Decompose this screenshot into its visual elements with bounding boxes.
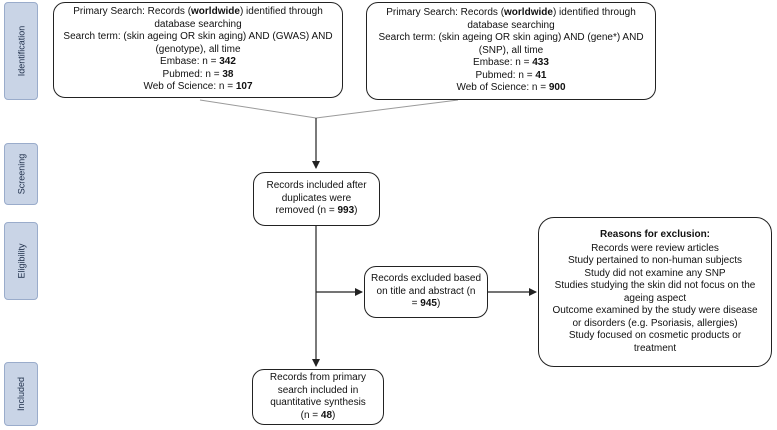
excluded-box: Records excluded based on title and abst… [364,266,488,318]
reasons-title: Reasons for exclusion: [599,229,711,240]
search-right-line2: database searching [467,19,555,31]
included-line1: Records from primary [269,372,367,383]
included-line2: search included in [277,384,359,396]
after-duplicates-box: Records included after duplicates were r… [253,172,380,226]
search-left-line3: Search term: (skin ageing OR skin aging)… [63,31,333,43]
reasons-box: Reasons for exclusion: Records were revi… [538,217,772,367]
reason-item: Outcome examined by the study were disea… [552,305,758,329]
search-left-wos: Web of Science: n = 107 [143,81,253,93]
search-left-line2: database searching [154,18,242,30]
included-box: Records from primary search included in … [252,369,384,425]
reason-item: Study did not examine any SNP [584,267,726,279]
search-left-embase: Embase: n = 342 [160,56,236,68]
search-left-line4: (genotype), all time [155,43,241,55]
after-duplicates-line1: Records included after [266,180,367,192]
reason-item: Study pertained to non-human subjects [568,255,742,266]
reason-item: Records were review articles [591,242,719,254]
included-line3: quantitative synthesis [270,397,366,408]
search-box-left: Primary Search: Records (worldwide) iden… [53,2,343,98]
after-duplicates-line3: removed (n = 993) [275,205,358,217]
excluded-line1: Records excluded based [370,273,482,285]
connector-right-to-merge [315,99,459,119]
connector-left-to-merge [199,99,317,119]
stage-eligibility: Eligibility [4,222,38,300]
search-left-pubmed: Pubmed: n = 38 [162,68,234,80]
stage-included: Included [4,362,38,426]
reason-item: Study focused on cosmetic products or tr… [568,330,742,354]
search-left-line1: Primary Search: Records (worldwide) iden… [73,6,323,18]
excluded-line3: = 945) [411,298,441,310]
excluded-line2: on title and abstract (n [376,285,476,297]
search-right-line3: Search term: (skin ageing OR skin aging)… [378,32,644,44]
search-right-embase: Embase: n = 433 [473,57,549,69]
included-line4: (n = 48) [300,409,336,421]
search-right-wos: Web of Science: n = 900 [456,82,566,94]
reason-item: Studies studying the skin did not focus … [554,280,756,304]
search-right-line1: Primary Search: Records (worldwide) iden… [386,7,636,19]
stage-identification: Identification [4,2,38,100]
search-right-pubmed: Pubmed: n = 41 [475,69,547,81]
search-right-line4: (SNP), all time [478,44,544,56]
after-duplicates-line2: duplicates were [281,192,352,204]
stage-screening: Screening [4,143,38,205]
search-box-right: Primary Search: Records (worldwide) iden… [366,2,656,100]
